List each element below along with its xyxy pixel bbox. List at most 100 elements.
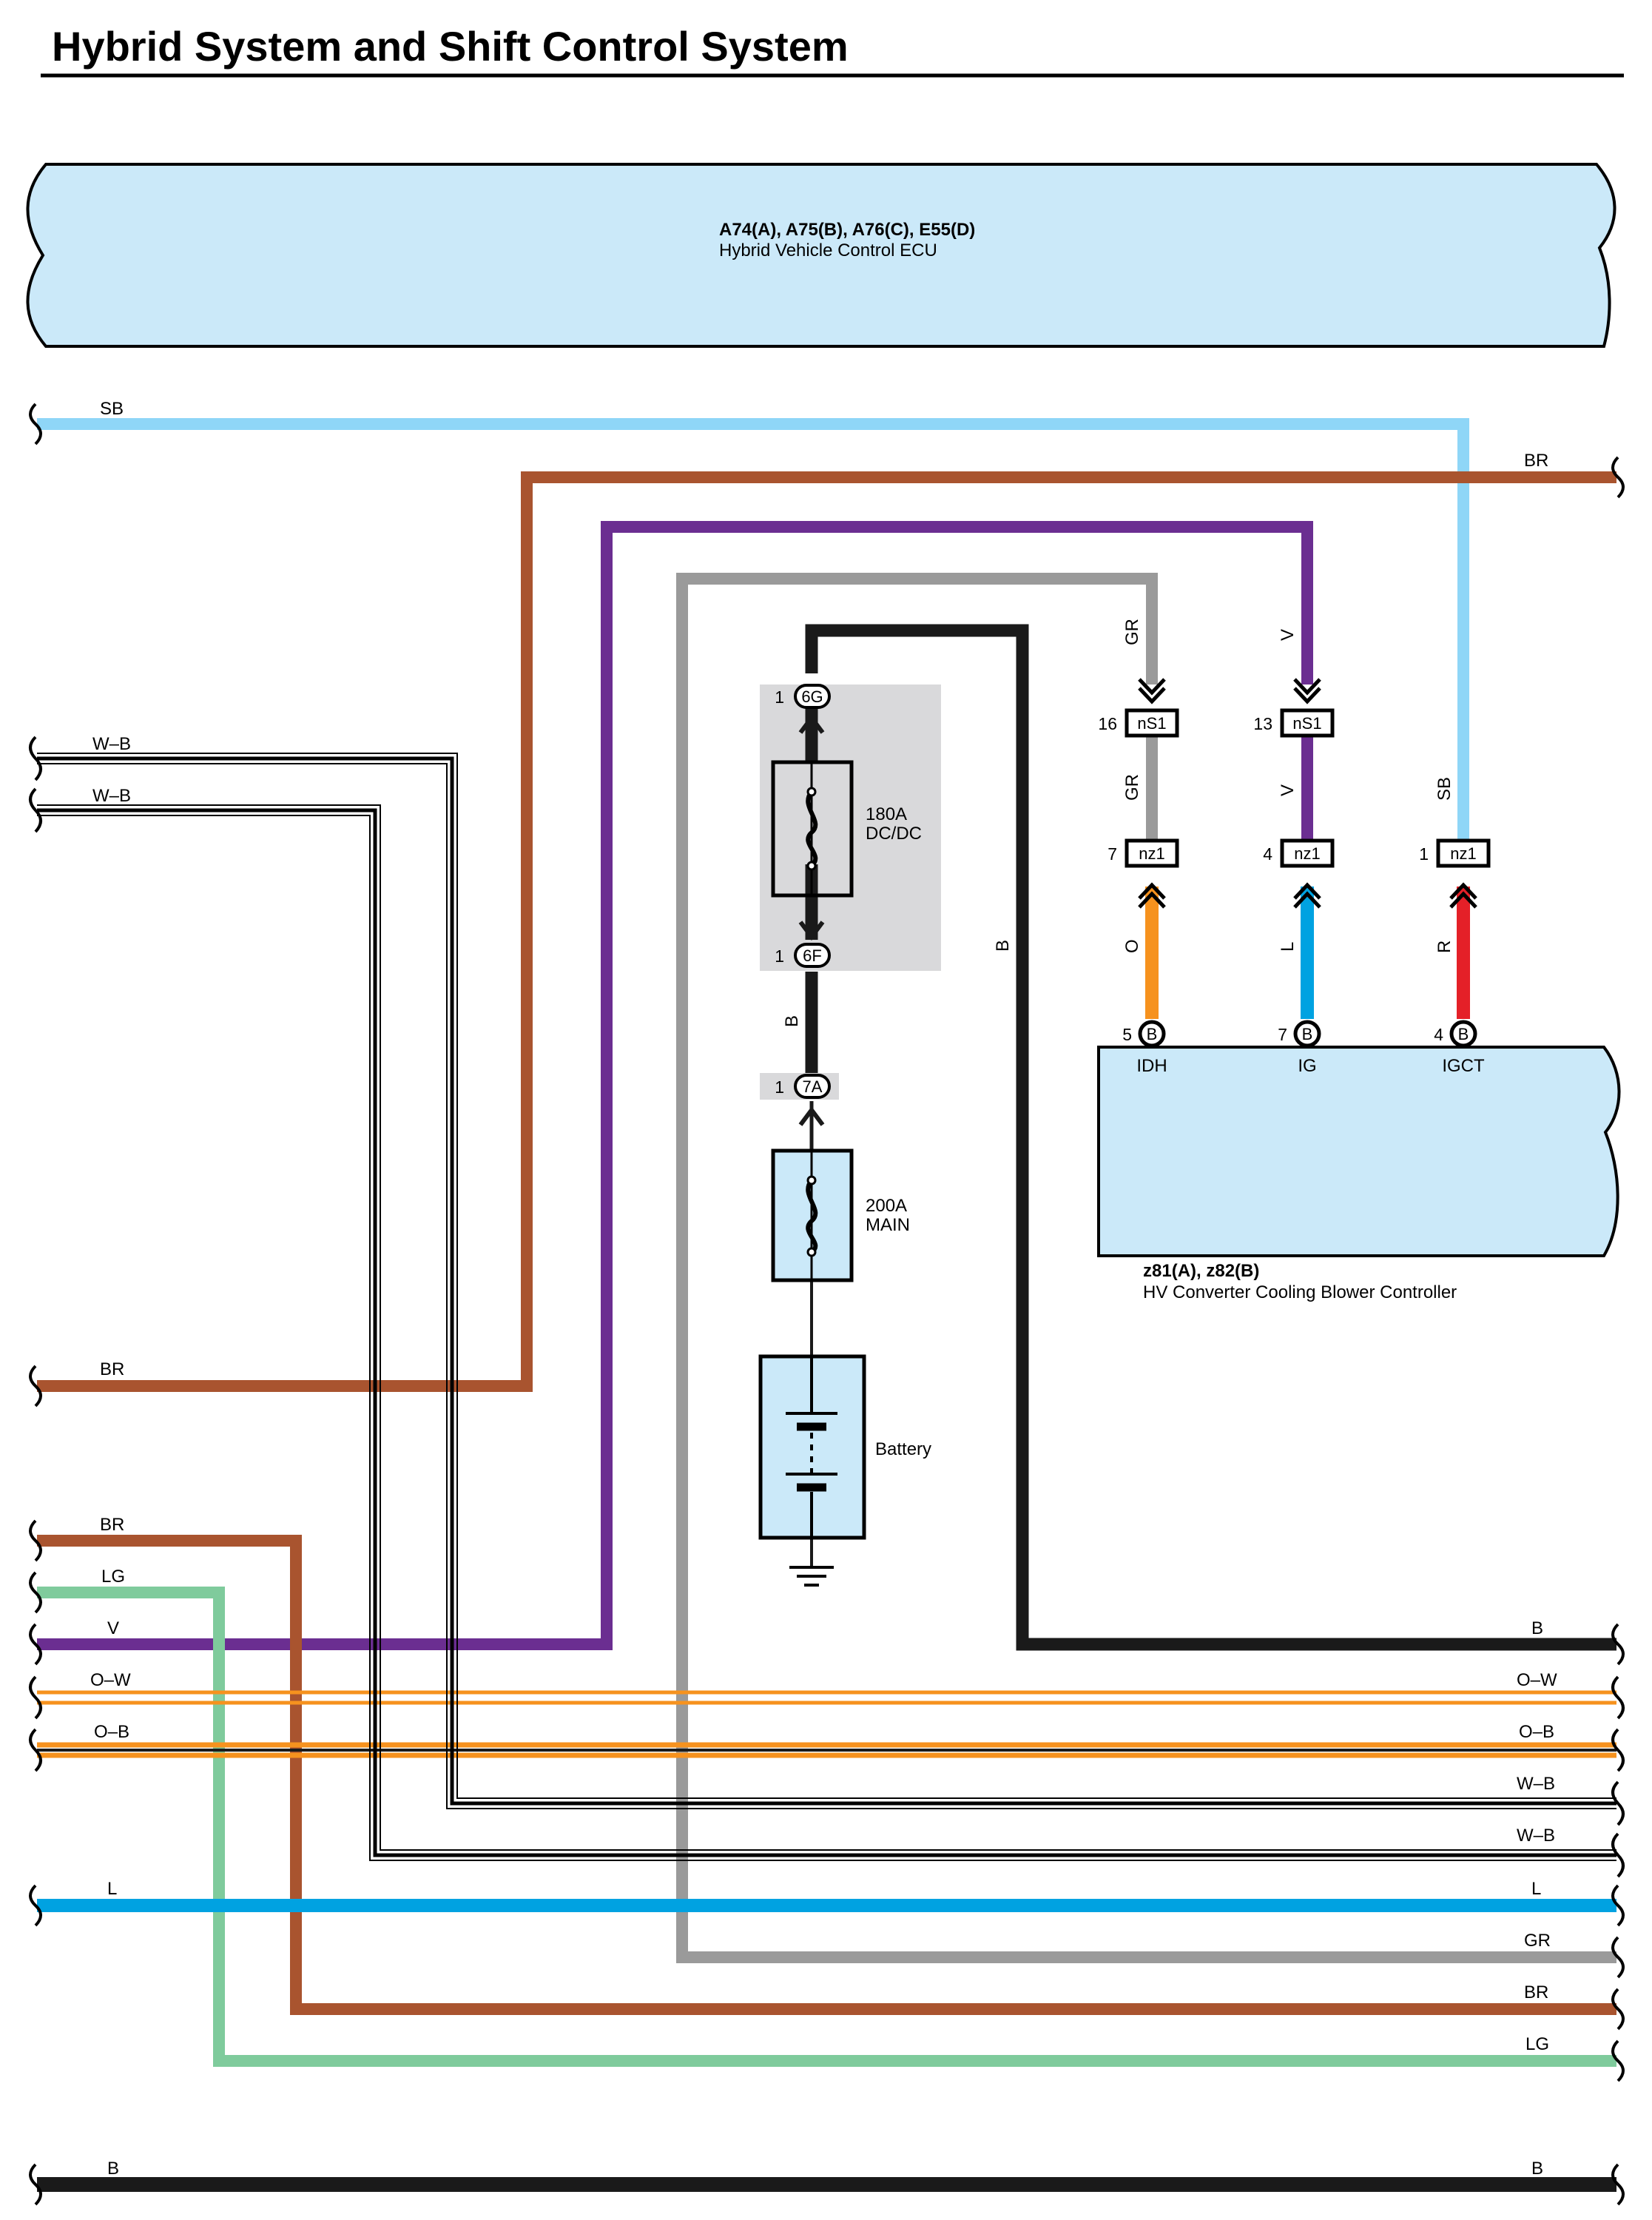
connector-box	[1436, 838, 1491, 868]
wire-label: BR	[1524, 1982, 1548, 2002]
connector-6f: 6F 1	[775, 943, 831, 968]
wires	[37, 418, 1616, 2192]
wire-br-upper	[37, 471, 1616, 1392]
chevron-up-icon	[798, 1106, 825, 1126]
wire-wb2-outer-b	[37, 815, 1616, 1861]
terminal-code: B	[1302, 1025, 1313, 1043]
connector-code: nS1	[1292, 714, 1321, 733]
wire-wb2-core	[37, 808, 1616, 1857]
wire-label: BR	[1524, 451, 1548, 471]
connector-pin: 7	[1107, 844, 1117, 864]
break-v-left	[29, 1623, 42, 1666]
wire-label: R	[1434, 941, 1454, 953]
wire-label: W–B	[1517, 1826, 1555, 1846]
connector-pin: 1	[775, 1077, 784, 1097]
wire-label: L	[1278, 942, 1298, 952]
wire-gr	[676, 573, 1616, 1963]
fuse-180a-rating: 180A	[866, 804, 907, 824]
wire-label: B	[782, 1015, 802, 1027]
wire-v	[37, 521, 1313, 1650]
wire-label: V	[1278, 784, 1298, 796]
wire-label: LG	[1525, 2034, 1549, 2054]
wire-lg	[37, 1587, 1616, 2067]
connector-6g: 6G 1	[775, 684, 831, 709]
connector-code: 7A	[803, 1077, 823, 1096]
break-b-bottom-left	[29, 2163, 42, 2206]
wire-label: O	[1122, 939, 1142, 953]
wire-label: W–B	[1517, 1774, 1555, 1794]
wire-label: L	[107, 1879, 117, 1899]
fuse-icon	[806, 790, 818, 868]
wire-label: LG	[101, 1567, 125, 1587]
terminal-name: IG	[1298, 1056, 1316, 1076]
wire-wb1-outer-a	[37, 753, 1616, 1799]
break-wb1-right	[1611, 1780, 1625, 1826]
break-l-left	[29, 1884, 42, 1927]
wire-label: O–W	[90, 1670, 131, 1690]
terminal-pin: 7	[1278, 1025, 1287, 1044]
terminal-code: B	[1147, 1025, 1158, 1043]
break-br-low-left	[29, 1519, 42, 1562]
wire-label: GR	[1122, 619, 1142, 645]
break-br-right-low	[1611, 1988, 1625, 2031]
wire-label: B	[1531, 1618, 1543, 1638]
fuse-terminal	[806, 861, 817, 871]
wire-label: GR	[1122, 774, 1142, 801]
break-wb2-right	[1611, 1832, 1625, 1878]
fuse-icon	[806, 1179, 818, 1254]
wire-label: SB	[1434, 777, 1454, 801]
connector-code: 6F	[803, 946, 822, 965]
ecu-name: Hybrid Vehicle Control ECU	[719, 240, 937, 260]
break-wb2-left	[29, 787, 42, 833]
connector-7a: 7A 1	[775, 1074, 831, 1099]
wire-wb1-core	[37, 756, 1616, 1806]
break-l-right	[1611, 1884, 1625, 1927]
break-lg-left	[29, 1571, 42, 1614]
wire-label: O–B	[94, 1722, 129, 1742]
fuse-terminal	[806, 1247, 817, 1257]
connector-nz1-l: nz1 4	[1263, 838, 1335, 868]
fuse-terminal	[806, 1175, 817, 1185]
connector-box	[1125, 838, 1179, 868]
break-ob-right	[1611, 1728, 1625, 1772]
wire-label: V	[1278, 629, 1298, 641]
vertical-wire-labels: GR V GR V SB O L R B B	[782, 619, 1454, 1027]
break-ob-left	[29, 1728, 42, 1772]
ground-icon	[789, 1566, 834, 1587]
ecu-codes: A74(A), A75(B), A76(C), E55(D)	[719, 220, 975, 240]
terminal-circle	[1293, 1020, 1321, 1048]
connector-oval	[794, 943, 831, 968]
terminal-igct: B 4 IGCT	[1434, 1020, 1485, 1076]
connector-pin: 4	[1263, 844, 1272, 864]
connector-code: nz1	[1139, 844, 1164, 863]
connector-code: nS1	[1137, 714, 1166, 733]
chevron-up-icon	[1293, 882, 1321, 909]
wire-wb2-outer-a	[37, 804, 1616, 1851]
break-b-right	[1611, 1623, 1625, 1666]
wire-label: B	[1531, 2159, 1543, 2179]
wire-label: W–B	[92, 734, 131, 754]
connector-nz1-r: nz1 1	[1419, 838, 1491, 868]
wire-breaks	[29, 403, 1625, 2206]
fuse-200a-rating: 200A	[866, 1196, 907, 1216]
page-title: Hybrid System and Shift Control System	[52, 23, 849, 70]
connector-pin: 13	[1253, 714, 1272, 733]
fuse-circuit	[798, 707, 825, 1567]
connector-ns1-gr: nS1 16	[1098, 708, 1179, 738]
connector-ns1-v: nS1 13	[1253, 708, 1335, 738]
connector-code: 6G	[801, 687, 823, 706]
terminal-ig: B 7 IG	[1278, 1020, 1321, 1076]
ecu-panel	[26, 163, 1616, 348]
connector-code: nz1	[1294, 844, 1320, 863]
wire-label: L	[1531, 1879, 1541, 1899]
wire-label: W–B	[92, 786, 131, 806]
connector-box	[1280, 708, 1335, 738]
break-ow-left	[29, 1675, 42, 1720]
wire-sb	[37, 418, 1469, 845]
terminal-circle	[1138, 1020, 1166, 1048]
controller-codes: z81(A), z82(B)	[1143, 1261, 1259, 1281]
chevron-down-icon	[1138, 678, 1166, 704]
wire-label: BR	[100, 1359, 124, 1379]
terminal-idh: B 5 IDH	[1122, 1020, 1167, 1076]
connector-box	[1125, 708, 1179, 738]
